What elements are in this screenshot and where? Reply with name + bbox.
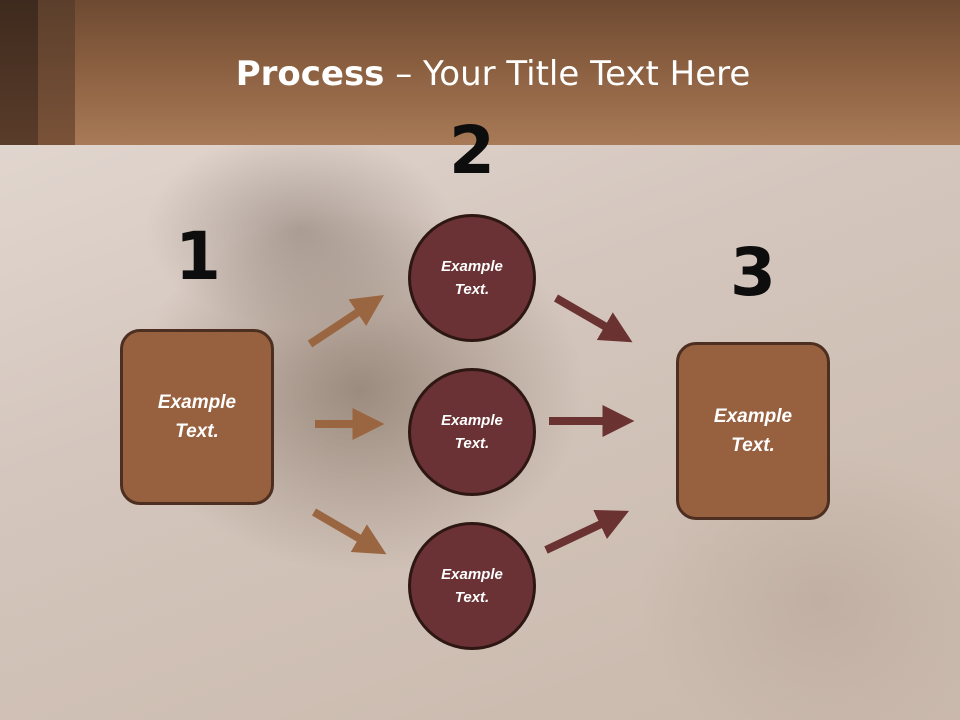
arrow-bottom-to-step3 [544,510,630,554]
step-1-number: 1 [175,218,221,295]
step-2-circle-text: Example Text. [441,566,503,606]
step-2-circle-bottom: Example Text. [408,522,536,650]
arrow-step1-to-bottom [311,508,387,555]
step-2-circle-text: Example Text. [441,412,503,452]
step-1-box: Example Text. [120,329,274,505]
title-bar [0,0,960,145]
step-2-circle-top: Example Text. [408,214,536,342]
step-3-number: 3 [730,234,776,311]
step-1-text: Example Text. [157,392,237,442]
step-2-circle-text: Example Text. [441,258,503,298]
header-accent-stripe [38,0,75,145]
slide-title-bold: Process [235,54,385,94]
step-3-text: Example Text. [713,406,793,456]
step-2-number: 2 [449,112,495,189]
header-accent-stripe [0,0,38,145]
slide-title-rest: – Your Title Text Here [384,54,751,94]
step-2-circle-middle: Example Text. [408,368,536,496]
slide-title: Process – Your Title Text Here [0,52,960,96]
arrow-top-to-step3 [553,294,633,343]
step-3-box: Example Text. [676,342,830,520]
arrow-step1-to-top [307,295,385,348]
